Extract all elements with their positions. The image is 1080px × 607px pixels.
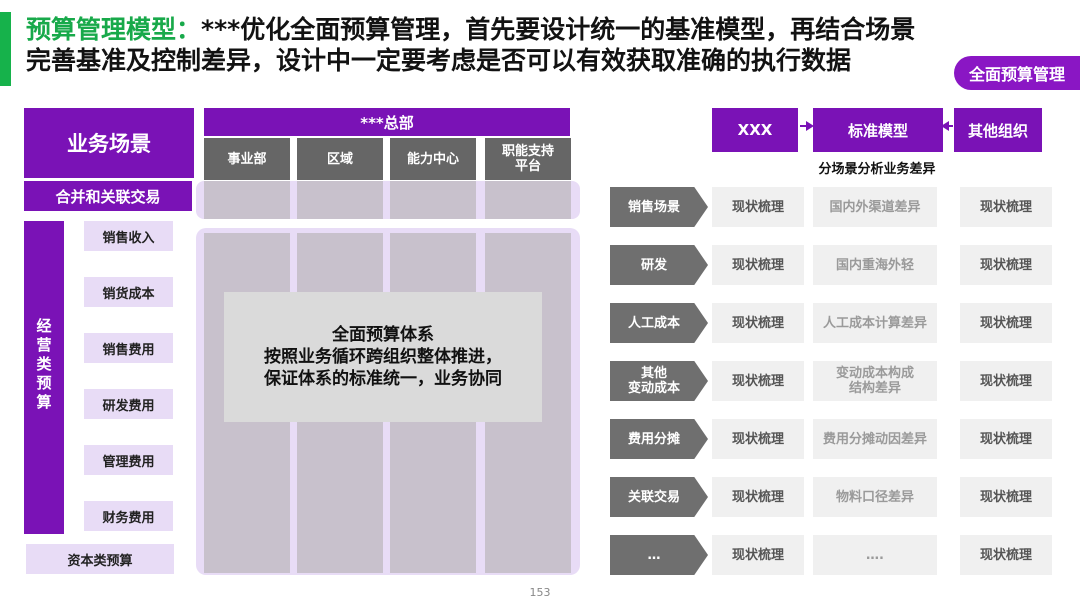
column-cell: [485, 181, 571, 219]
scene-label: …: [610, 535, 708, 575]
budget-system-box: 全面预算体系 按照业务循环跨组织整体推进， 保证体系的标准统一，业务协同: [224, 292, 542, 422]
status-cell: 现状梳理: [960, 187, 1052, 227]
section-tag: 全面预算管理: [954, 56, 1080, 90]
status-cell: 现状梳理: [712, 535, 804, 575]
other-org-box: 其他组织: [954, 108, 1042, 152]
center-line: 按照业务循环跨组织整体推进，: [264, 347, 502, 367]
status-cell: 现状梳理: [712, 419, 804, 459]
arrow-right-icon: [800, 121, 814, 131]
column-cell: [204, 181, 290, 219]
center-line: 保证体系的标准统一，业务协同: [264, 369, 502, 389]
org-box-xxx: XXX: [712, 108, 798, 152]
business-scene-header: 业务场景: [24, 108, 194, 178]
column-header: 职能支持 平台: [485, 138, 571, 180]
capital-budget: 资本类预算: [26, 544, 174, 574]
difference-cell: 费用分摊动因差异: [813, 419, 937, 459]
standard-model-box: 标准模型: [813, 108, 943, 152]
scene-label: 研发: [610, 245, 708, 285]
column-header: 区域: [297, 138, 383, 180]
status-cell: 现状梳理: [960, 477, 1052, 517]
status-cell: 现状梳理: [960, 361, 1052, 401]
budget-item: 研发费用: [84, 389, 173, 419]
page-number: 153: [529, 586, 551, 599]
difference-cell: 国内外渠道差异: [813, 187, 937, 227]
difference-cell: 变动成本构成 结构差异: [813, 361, 937, 401]
difference-cell: ….: [813, 535, 937, 575]
difference-cell: 人工成本计算差异: [813, 303, 937, 343]
title-highlight: 预算管理模型：: [26, 15, 202, 44]
status-cell: 现状梳理: [712, 303, 804, 343]
title-line2: 完善基准及控制差异，设计中一定要考虑是否可以有效获取准确的执行数据: [26, 46, 852, 75]
budget-item: 财务费用: [84, 501, 173, 531]
difference-cell: 国内重海外轻: [813, 245, 937, 285]
merge-related-transactions: 合并和关联交易: [24, 181, 192, 211]
status-cell: 现状梳理: [712, 245, 804, 285]
scene-label: 费用分摊: [610, 419, 708, 459]
column-cell: [390, 181, 476, 219]
status-cell: 现状梳理: [712, 187, 804, 227]
budget-item: 销售收入: [84, 221, 173, 251]
scene-label: 其他 变动成本: [610, 361, 708, 401]
arrow-left-icon: [943, 125, 953, 127]
headquarters-header: ***总部: [204, 108, 570, 136]
status-cell: 现状梳理: [960, 419, 1052, 459]
center-line: 全面预算体系: [332, 325, 434, 345]
status-cell: 现状梳理: [960, 303, 1052, 343]
status-cell: 现状梳理: [712, 477, 804, 517]
budget-item: 销货成本: [84, 277, 173, 307]
operating-budget-label: 经 营 类 预 算: [24, 221, 64, 534]
column-header: 能力中心: [390, 138, 476, 180]
scene-label: 关联交易: [610, 477, 708, 517]
column-cell: [297, 181, 383, 219]
scene-analysis-subtitle: 分场景分析业务差异: [818, 162, 936, 177]
title-line1: ***优化全面预算管理，首先要设计统一的基准模型，再结合场景: [201, 15, 916, 44]
page-title: 预算管理模型：***优化全面预算管理，首先要设计统一的基准模型，再结合场景 完善…: [26, 14, 1026, 76]
budget-item: 销售费用: [84, 333, 173, 363]
status-cell: 现状梳理: [960, 535, 1052, 575]
status-cell: 现状梳理: [960, 245, 1052, 285]
status-cell: 现状梳理: [712, 361, 804, 401]
difference-cell: 物料口径差异: [813, 477, 937, 517]
column-header: 事业部: [204, 138, 290, 180]
budget-item: 管理费用: [84, 445, 173, 475]
scene-label: 销售场景: [610, 187, 708, 227]
accent-bar: [0, 12, 11, 86]
scene-label: 人工成本: [610, 303, 708, 343]
